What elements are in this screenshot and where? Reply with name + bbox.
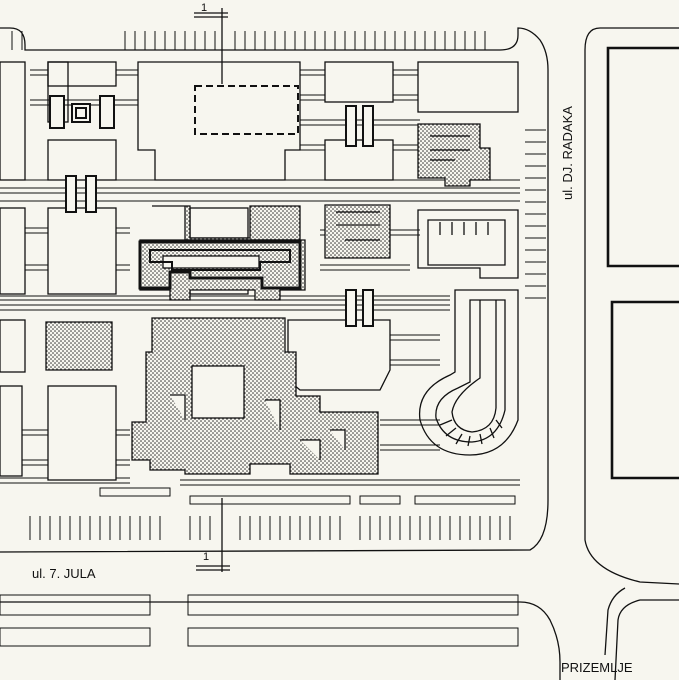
section-cut-bottom	[196, 498, 230, 572]
parking-stalls	[11, 31, 546, 540]
stippled-areas	[45, 123, 491, 475]
spiral-ramp	[418, 289, 519, 456]
street-edge-right	[584, 27, 679, 680]
pavilion	[417, 209, 519, 279]
buildings	[0, 61, 519, 481]
dashed-upper-outline	[194, 85, 299, 135]
small-structures	[49, 95, 374, 327]
block-outline	[0, 27, 561, 680]
street-label-horizontal: ul. 7. JULA	[32, 566, 96, 581]
plan-internal-walls	[162, 135, 470, 460]
lower-road-strips	[0, 487, 519, 647]
section-cut-top	[194, 8, 228, 84]
section-marker-top: 1	[201, 2, 207, 14]
heavy-gallery-outline	[138, 240, 302, 290]
street-label-vertical: ul. DJ. RADAKA	[560, 106, 575, 200]
section-marker-bottom: 1	[203, 551, 209, 563]
heavy-gallery-inner	[149, 249, 291, 271]
floor-name-label: PRIZEMLJE	[561, 660, 633, 675]
opposite-buildings	[606, 46, 679, 480]
